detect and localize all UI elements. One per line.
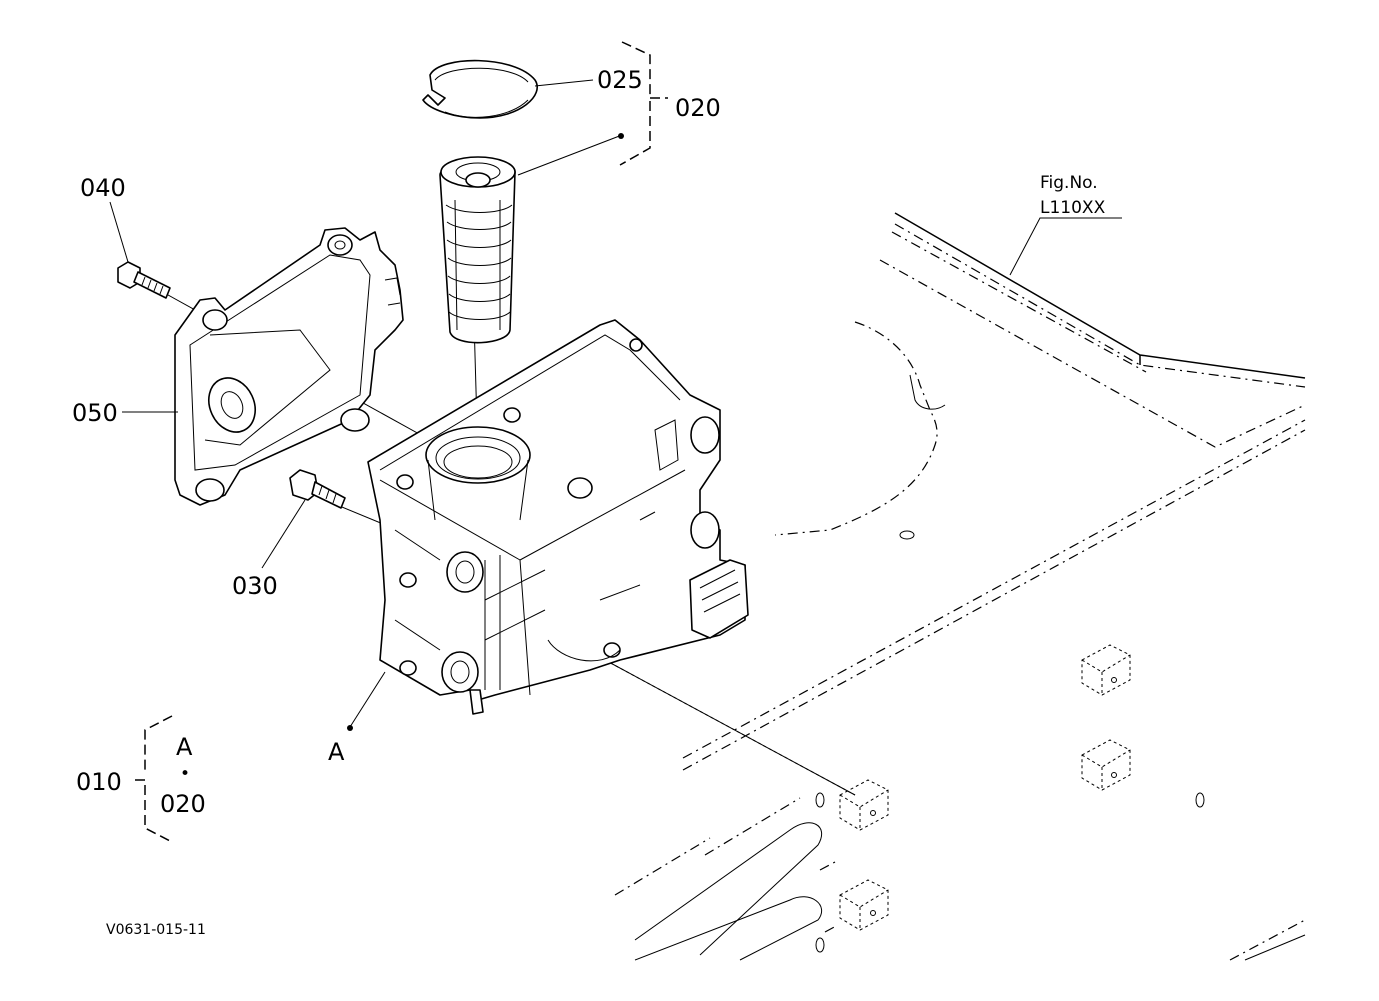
mount-block <box>1081 644 1131 696</box>
bracket-020 <box>619 41 668 166</box>
bracket-010 <box>130 715 173 843</box>
mount-block <box>839 879 889 931</box>
cover-050 <box>174 227 404 506</box>
machine-frame <box>614 212 1306 961</box>
callout-040: 040 <box>80 174 126 202</box>
leader-lines <box>109 79 1122 731</box>
bolt-040 <box>117 261 171 299</box>
diagram-id: V0631-015-11 <box>106 922 206 938</box>
callout-010: 010 <box>76 768 122 796</box>
callout-point-a: A <box>328 738 345 766</box>
callout-020-kit: 020 <box>675 94 721 122</box>
cap-025 <box>422 59 538 119</box>
kit-010-separator: • <box>180 764 190 784</box>
callout-050: 050 <box>72 399 118 427</box>
connector-plug <box>689 559 749 639</box>
main-housing <box>367 319 749 715</box>
strainer-020 <box>439 156 516 344</box>
kit-010-line2: 020 <box>160 790 206 818</box>
kit-010-line1: A <box>176 733 193 761</box>
mount-block <box>839 779 889 831</box>
figure-ref-title: Fig.No. <box>1040 173 1098 193</box>
callout-030: 030 <box>232 572 278 600</box>
callout-025: 025 <box>597 66 643 94</box>
mount-block <box>1081 739 1131 791</box>
figure-ref-number: L110XX <box>1040 198 1106 218</box>
bolt-030 <box>289 469 346 509</box>
